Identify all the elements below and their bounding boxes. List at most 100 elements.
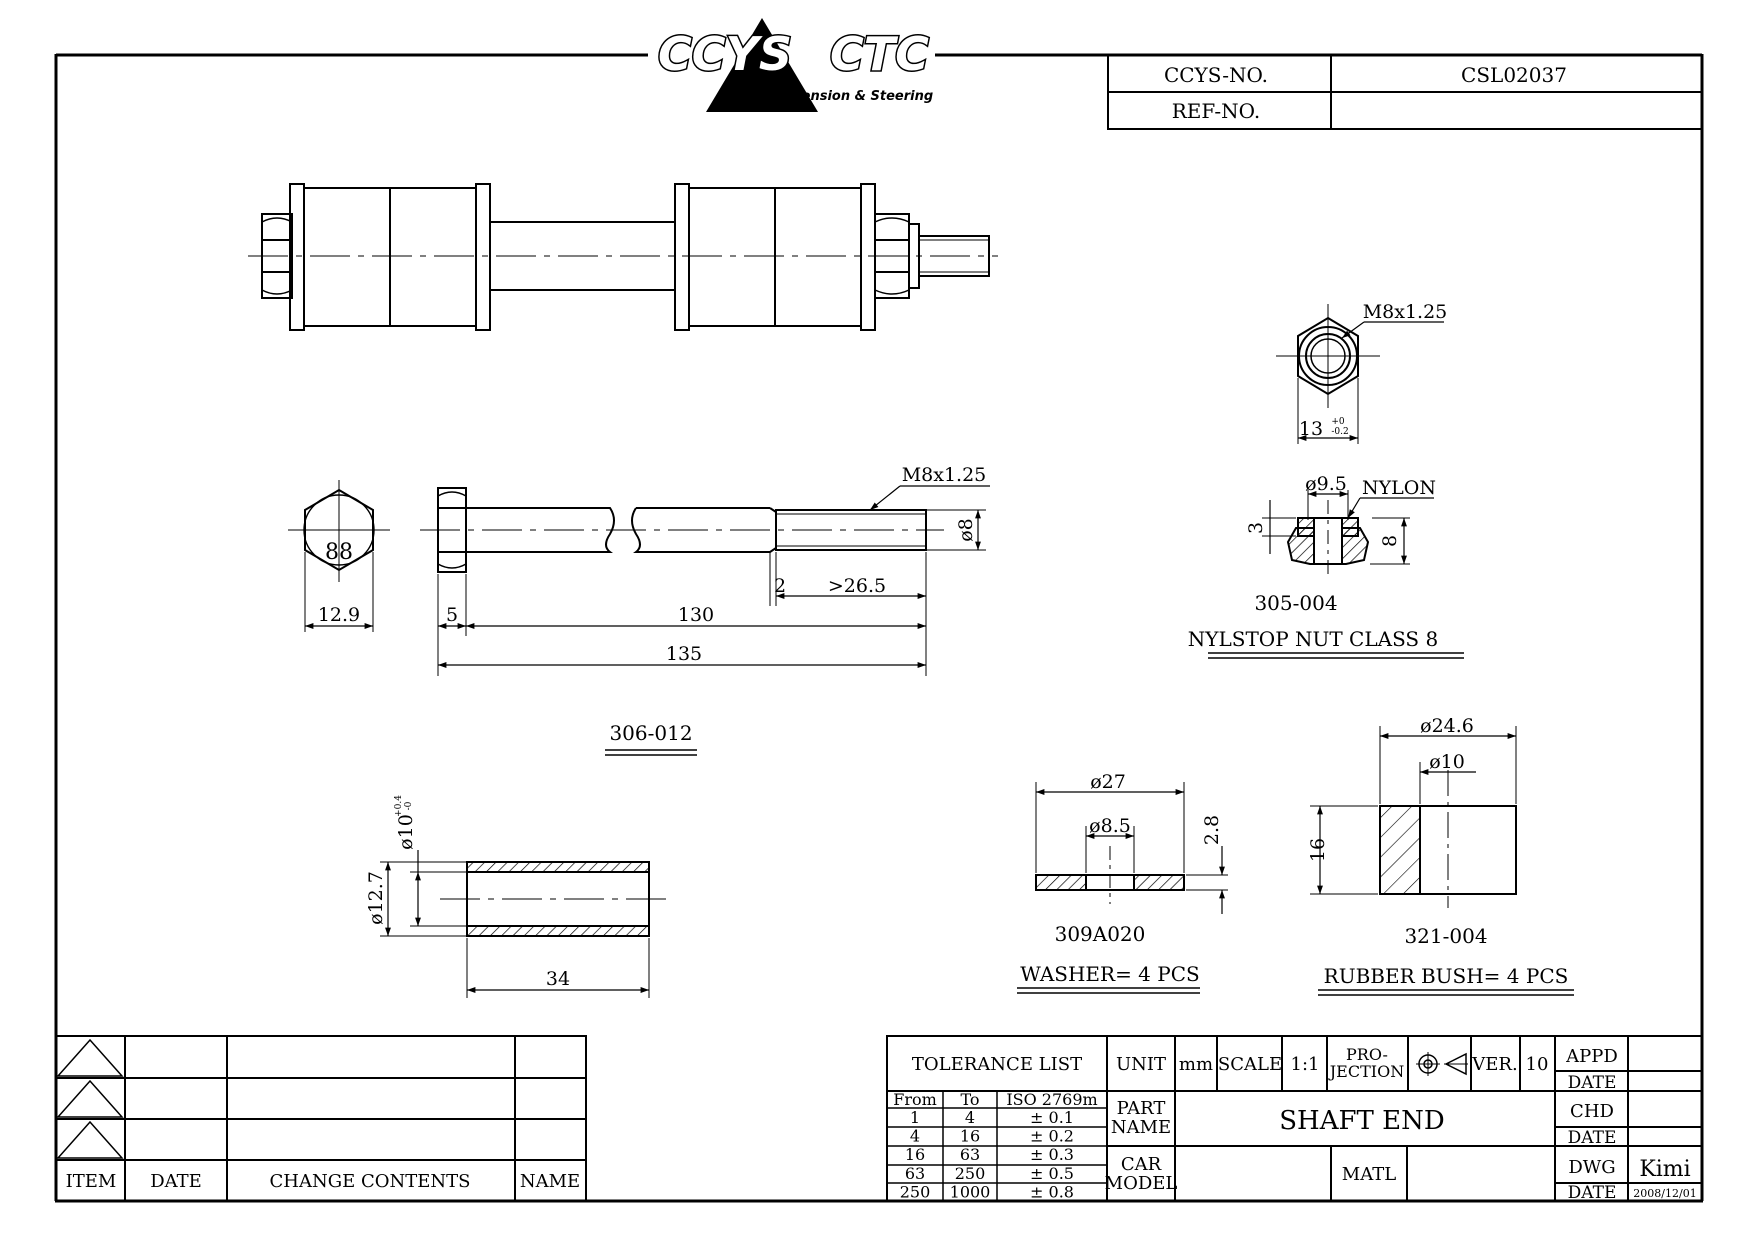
tolerance-header-from: From [893, 1090, 937, 1109]
ccys-no-label: CCYS-NO. [1164, 63, 1268, 87]
tolerance-cell: 250 [900, 1182, 931, 1201]
bush-length: 16 [1307, 838, 1329, 862]
projection-symbol-icon [1416, 1052, 1468, 1076]
washer-thickness: 2.8 [1201, 815, 1223, 845]
company-logo: CCYS CTC Suspension & Steering [657, 18, 933, 112]
revision-triangle-icon [56, 1079, 124, 1118]
revision-table [55, 1035, 587, 1202]
ccys-no-value: CSL02037 [1461, 63, 1567, 87]
bush-title-underline [1318, 989, 1574, 996]
washer-outer-diameter: ø27 [1090, 771, 1126, 793]
bolt-thread-label: M8x1.25 [902, 464, 987, 486]
sleeve-length: 34 [546, 968, 570, 990]
material-label: MATL [1342, 1164, 1396, 1185]
nut-title: NYLSTOP NUT CLASS 8 [1188, 627, 1438, 651]
revision-header-name: NAME [520, 1171, 580, 1192]
part-name-value: SHAFT END [1279, 1106, 1444, 1136]
revision-header-date: DATE [150, 1171, 202, 1192]
unit-label: UNIT [1116, 1054, 1166, 1075]
washer-part-number: 309A020 [1055, 922, 1146, 946]
tolerance-header-to: To [960, 1090, 979, 1109]
revision-triangle-icon [56, 1038, 124, 1077]
scale-label: SCALE [1218, 1054, 1282, 1075]
bolt-end-view [288, 480, 390, 632]
nut-width-tolerance-lower: -0.2 [1331, 427, 1348, 437]
checked-date-label: DATE [1568, 1128, 1617, 1148]
tolerance-cell: 63 [960, 1145, 980, 1164]
bolt-overall-length: 135 [666, 643, 702, 665]
tolerance-header-iso: ISO 2769m [1006, 1090, 1097, 1109]
title-block [886, 1035, 1703, 1202]
projection-label-line1: PRO- [1346, 1045, 1388, 1064]
part-name-label-line1: PART [1117, 1098, 1166, 1119]
nut-insert-label: NYLON [1362, 477, 1436, 499]
checked-label: CHD [1570, 1101, 1614, 1122]
bolt-shank-length: 130 [678, 604, 714, 626]
tolerance-cell: 16 [905, 1145, 925, 1164]
bush-section [1310, 726, 1517, 908]
bush-outer-diameter: ø24.6 [1420, 715, 1474, 737]
bush-part-number: 321-004 [1404, 924, 1487, 948]
sleeve-section [380, 850, 670, 998]
logo-triangle-icon [706, 18, 818, 112]
tolerance-cell: 1000 [950, 1182, 991, 1201]
nut-insert-height: 3 [1245, 522, 1267, 534]
version-value: 10 [1526, 1054, 1549, 1075]
nut-side-section [1262, 490, 1434, 580]
bolt-gap: 2 [774, 575, 786, 597]
bolt-head-length: 5 [446, 604, 458, 626]
sleeve-bore-diameter: ø10 [395, 814, 417, 850]
tolerance-cell: ± 0.2 [1030, 1127, 1074, 1146]
car-model-label-line2: MODEL [1105, 1173, 1178, 1194]
logo-tagline: Suspension & Steering [766, 89, 933, 104]
nut-thread-label: M8x1.25 [1363, 301, 1448, 323]
header-number-table: CCYS-NO. CSL02037 REF-NO. [1107, 54, 1703, 130]
unit-value: mm [1179, 1054, 1213, 1075]
tolerance-cell: ± 0.5 [1030, 1164, 1074, 1183]
tolerance-cell: 4 [910, 1127, 920, 1146]
tolerance-cell: 16 [960, 1127, 980, 1146]
tolerance-cell: 250 [955, 1164, 986, 1183]
projection-label-line2: JECTION [1328, 1062, 1404, 1081]
revision-header-item: ITEM [66, 1171, 117, 1192]
bolt-hex-width: 12.9 [318, 604, 360, 626]
sleeve-bore-tolerance-lower: -0 [404, 801, 414, 810]
tolerance-cell: ± 0.3 [1030, 1145, 1074, 1164]
tolerance-cell: 1 [910, 1108, 920, 1127]
logo-brand-right: CTC [830, 27, 929, 81]
washer-title: WASHER= 4 PCS [1020, 962, 1199, 986]
nut-width-tolerance-upper: +0 [1331, 417, 1345, 427]
bolt-side-view [420, 487, 944, 573]
tolerance-cell: ± 0.8 [1030, 1182, 1074, 1201]
washer-inner-diameter: ø8.5 [1089, 815, 1131, 837]
revision-triangle-icon [56, 1120, 124, 1159]
tolerance-list-title: TOLERANCE LIST [912, 1054, 1082, 1075]
nut-insert-diameter: ø9.5 [1305, 473, 1347, 495]
bolt-diameter: ø8 [955, 518, 977, 542]
approved-label: APPD [1565, 1046, 1618, 1067]
ref-no-label: REF-NO. [1172, 99, 1260, 123]
nut-part-number: 305-004 [1254, 591, 1337, 615]
sleeve-bore-tolerance-upper: +0.4 [394, 795, 404, 817]
drawn-by-name: Kimi [1639, 1157, 1690, 1182]
logo-brand-left: CCYS [658, 27, 792, 81]
bolt-dimension-lines [437, 485, 990, 676]
bush-inner-diameter: ø10 [1429, 751, 1465, 773]
nut-front-view [1276, 304, 1444, 444]
bolt-part-number: 306-012 [609, 721, 692, 745]
drawn-date-label: DATE [1568, 1183, 1617, 1203]
part-name-label-line2: NAME [1111, 1117, 1171, 1138]
drawn-label: DWG [1568, 1157, 1615, 1178]
scale-value: 1:1 [1291, 1054, 1320, 1075]
bolt-part-underline [605, 749, 697, 756]
tolerance-cell: 63 [905, 1164, 925, 1183]
drawn-date-value: 2008/12/01 [1633, 1187, 1696, 1200]
washer-title-underline [1017, 987, 1200, 994]
nut-title-underline [1208, 652, 1464, 659]
approved-date-label: DATE [1568, 1073, 1617, 1093]
bolt-thread-length: >26.5 [828, 575, 886, 597]
drawing-border [54, 53, 1704, 1203]
nut-height: 8 [1379, 535, 1401, 547]
